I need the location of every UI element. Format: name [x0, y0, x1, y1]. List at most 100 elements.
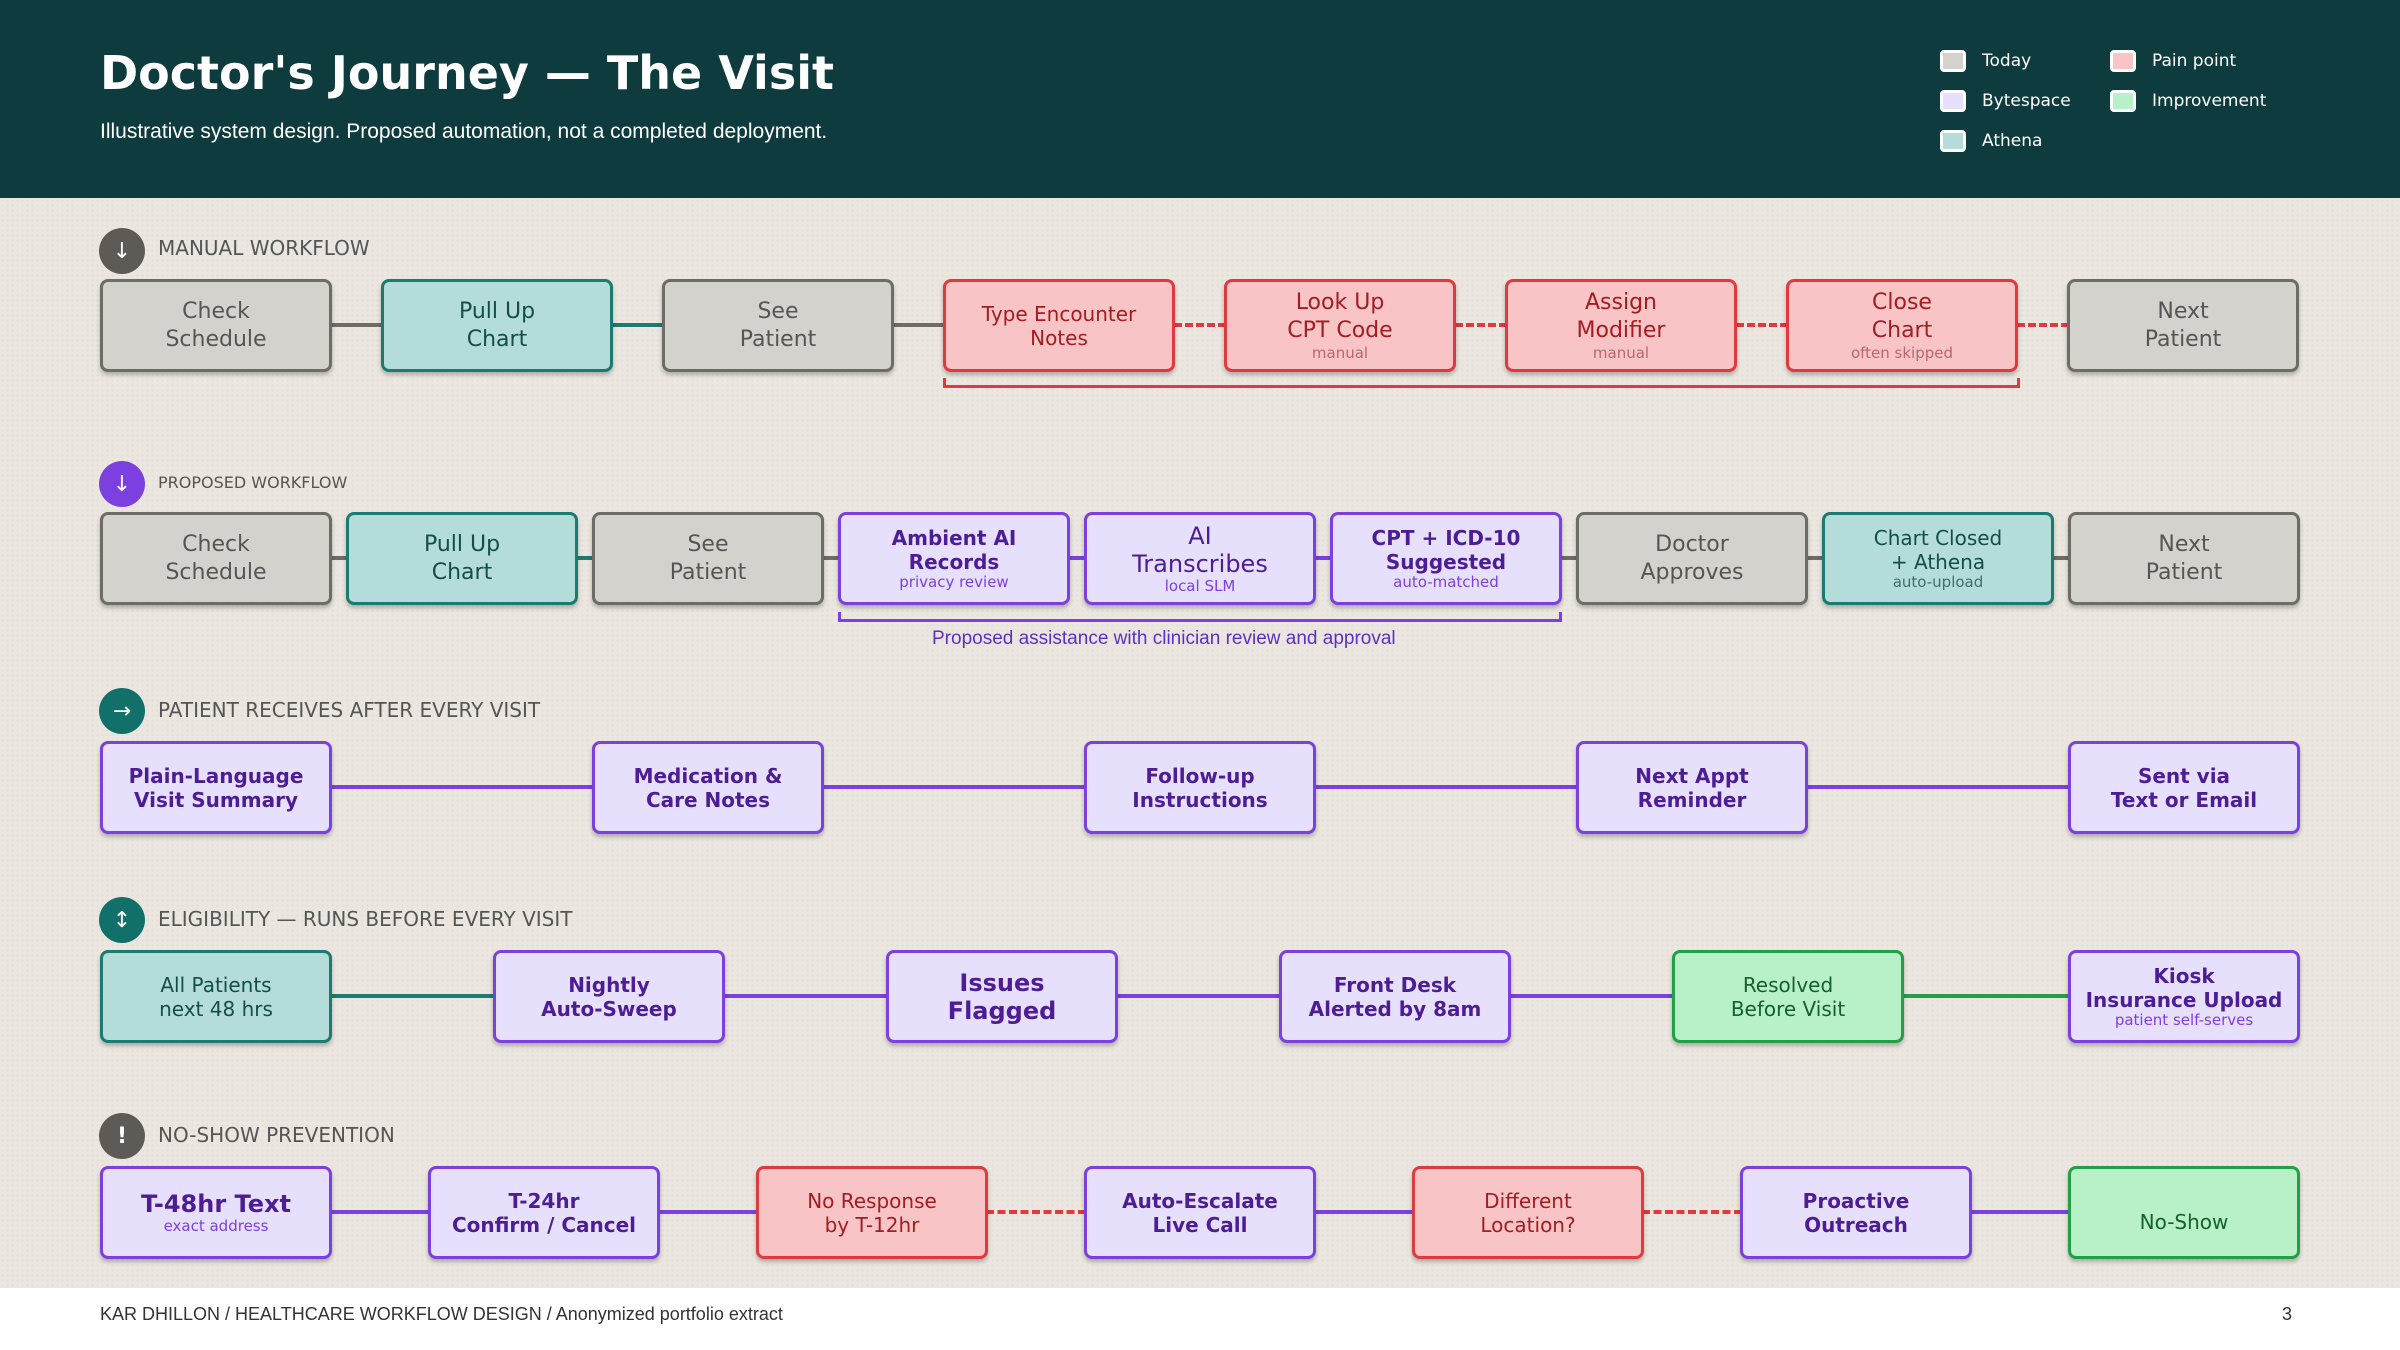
node-label: Plain-Language Visit Summary: [128, 763, 304, 812]
legend-swatch-today: [1940, 50, 1966, 72]
node-label: Resolved Before Visit: [1730, 972, 1846, 1021]
node-ai-transcribes: AI Transcribes local SLM: [1084, 512, 1316, 605]
node-label: T-24hr Confirm / Cancel: [451, 1188, 637, 1237]
section-label-proposed: PROPOSED WORKFLOW: [158, 473, 348, 492]
node-label: Check Schedule: [165, 531, 267, 585]
legend-label: Improvement: [2152, 91, 2267, 111]
legend-improvement: Improvement: [2110, 90, 2266, 112]
node-label: AI Transcribes: [1132, 522, 1268, 578]
connector: [893, 323, 945, 327]
node-label: Kiosk Insurance Upload: [2085, 964, 2283, 1012]
legend-pain-point: Pain point: [2110, 50, 2236, 72]
node-check-schedule: Check Schedule: [100, 512, 332, 605]
connector-dashed: [1174, 323, 1226, 327]
node-nightly-auto-sweep: Nightly Auto-Sweep: [493, 950, 725, 1043]
connector: [1902, 994, 2070, 998]
node-label: Front Desk Alerted by 8am: [1308, 972, 1482, 1021]
node-label: Proactive Outreach: [1802, 1188, 1910, 1237]
connector-dashed: [1642, 1210, 1742, 1214]
section-label-manual: MANUAL WORKFLOW: [158, 236, 370, 260]
node-label: T-48hr Text: [141, 1190, 291, 1218]
node-proactive-outreach: Proactive Outreach: [1740, 1166, 1972, 1259]
page-title: Doctor's Journey — The Visit: [100, 46, 834, 100]
connector: [658, 1210, 758, 1214]
connector: [330, 556, 348, 560]
node-visit-summary: Plain-Language Visit Summary: [100, 741, 332, 834]
node-kiosk-insurance-upload: Kiosk Insurance Upload patient self-serv…: [2068, 950, 2300, 1043]
node-next-patient: Next Patient: [2068, 512, 2300, 605]
node-sublabel: often skipped: [1850, 344, 1954, 362]
node-pull-up-chart: Pull Up Chart: [346, 512, 578, 605]
assistance-bracket: [838, 612, 1562, 622]
exclamation-icon: !: [99, 1113, 145, 1159]
connector: [330, 994, 495, 998]
node-sent-via-text-email: Sent via Text or Email: [2068, 741, 2300, 834]
node-sublabel: auto-matched: [1393, 573, 1499, 591]
connector: [330, 323, 382, 327]
node-see-patient: See Patient: [662, 279, 894, 372]
legend-label: Bytespace: [1982, 91, 2071, 111]
node-cpt-icd10-suggested: CPT + ICD-10 Suggested auto-matched: [1330, 512, 1562, 605]
node-no-show: No-Show: [2068, 1166, 2300, 1259]
node-label: See Patient: [669, 531, 747, 585]
connector: [1560, 556, 1578, 560]
node-label: Next Patient: [2144, 298, 2222, 352]
connector: [1806, 556, 1824, 560]
node-auto-escalate: Auto-Escalate Live Call: [1084, 1166, 1316, 1259]
connector: [1314, 785, 1578, 789]
header-bar: Doctor's Journey — The Visit Illustrativ…: [0, 0, 2400, 198]
connector: [1068, 556, 1086, 560]
up-down-arrow-icon: ↕: [99, 897, 145, 943]
connector-dashed: [1455, 323, 1507, 327]
connector: [1116, 994, 1281, 998]
right-arrow-icon: →: [99, 688, 145, 734]
node-see-patient: See Patient: [592, 512, 824, 605]
node-sublabel: manual: [1311, 344, 1369, 362]
legend-swatch-bytespace: [1940, 90, 1966, 112]
node-close-chart: Close Chart often skipped: [1786, 279, 2018, 372]
connector: [576, 556, 594, 560]
node-label: Different Location?: [1480, 1188, 1576, 1237]
section-label-noshow: NO-SHOW PREVENTION: [158, 1123, 395, 1147]
connector: [612, 323, 664, 327]
connector: [822, 556, 840, 560]
footer-bar: [0, 1288, 2400, 1350]
node-next-patient: Next Patient: [2067, 279, 2299, 372]
node-label: Pull Up Chart: [458, 298, 536, 352]
node-label: Close Chart: [1871, 290, 1933, 343]
node-label: No Response by T-12hr: [807, 1188, 937, 1237]
node-assign-modifier: Assign Modifier manual: [1505, 279, 1737, 372]
node-next-appt-reminder: Next Appt Reminder: [1576, 741, 1808, 834]
node-all-patients: All Patients next 48 hrs: [100, 950, 332, 1043]
node-label: Ambient AI Records: [891, 526, 1017, 574]
connector: [1970, 1210, 2070, 1214]
node-follow-up-instructions: Follow-up Instructions: [1084, 741, 1316, 834]
page-number: 3: [2282, 1304, 2293, 1324]
node-label: Check Schedule: [165, 298, 267, 352]
pain-point-bracket: [943, 378, 2020, 388]
node-resolved-before-visit: Resolved Before Visit: [1672, 950, 1904, 1043]
node-t24hr-confirm-cancel: T-24hr Confirm / Cancel: [428, 1166, 660, 1259]
node-label: Look Up CPT Code: [1287, 290, 1393, 343]
connector: [723, 994, 888, 998]
node-label: Follow-up Instructions: [1132, 763, 1268, 812]
legend-today: Today: [1940, 50, 2031, 72]
connector: [2052, 556, 2070, 560]
down-arrow-icon: ↓: [99, 228, 145, 274]
legend-swatch-improvement: [2110, 90, 2136, 112]
node-label: Chart Closed + Athena: [1873, 526, 2003, 574]
legend-bytespace: Bytespace: [1940, 90, 2071, 112]
connector: [1509, 994, 1674, 998]
page-subtitle: Illustrative system design. Proposed aut…: [100, 120, 828, 143]
section-label-eligibility: ELIGIBILITY — RUNS BEFORE EVERY VISIT: [158, 907, 573, 931]
node-label: Issues Flagged: [947, 968, 1057, 1025]
connector-dashed: [1736, 323, 1788, 327]
connector: [1314, 1210, 1414, 1214]
node-chart-closed-athena: Chart Closed + Athena auto-upload: [1822, 512, 2054, 605]
node-ambient-ai-records: Ambient AI Records privacy review: [838, 512, 1070, 605]
connector-dashed: [2017, 323, 2069, 327]
node-sublabel: manual: [1592, 344, 1650, 362]
node-label: See Patient: [739, 298, 817, 352]
legend-swatch-pain-point: [2110, 50, 2136, 72]
node-label: Type Encounter Notes: [981, 301, 1137, 350]
